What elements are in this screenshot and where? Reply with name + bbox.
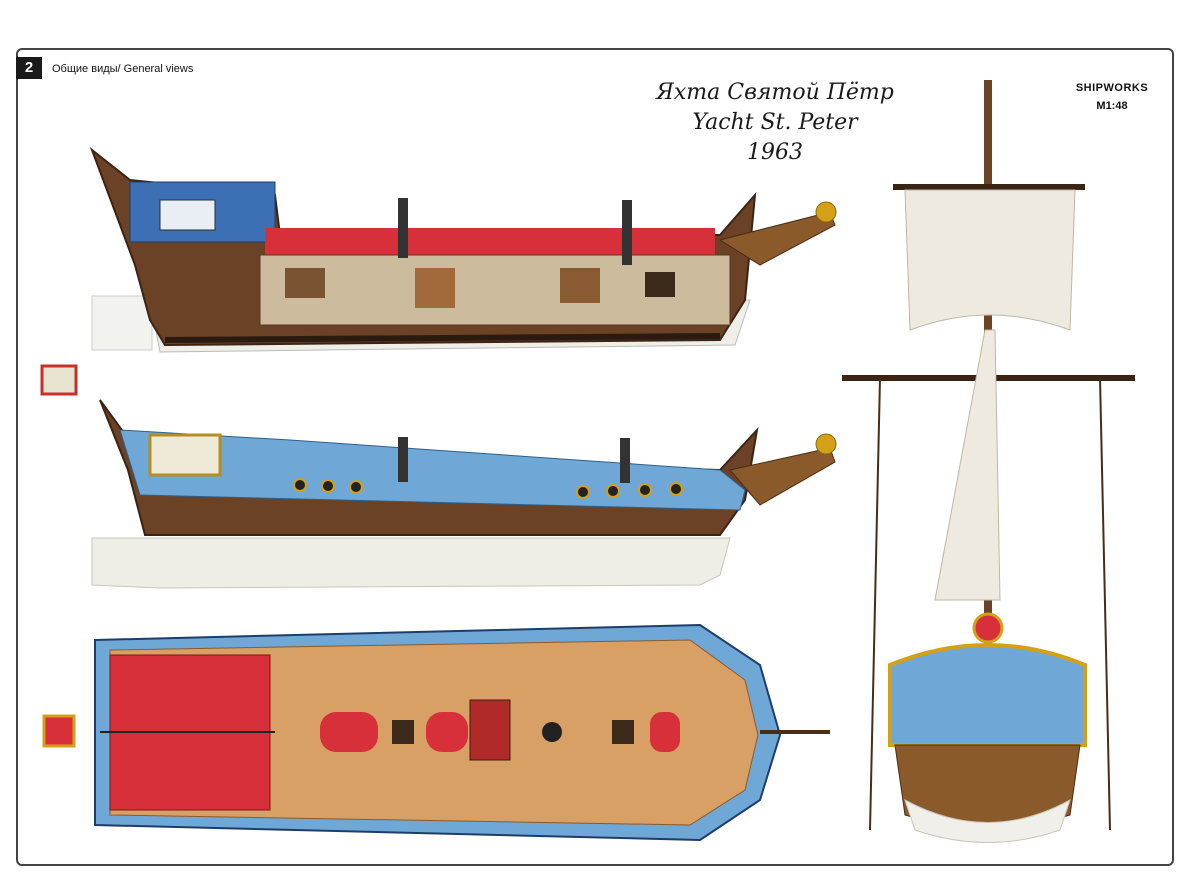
stern-window — [159, 199, 216, 231]
stern-lantern-top — [42, 714, 76, 748]
rudder-grid — [91, 295, 153, 351]
brand-logo: SHIPWORKS — [1075, 82, 1149, 94]
mainsail — [934, 329, 1001, 601]
side-section-view — [89, 146, 837, 353]
bow-figurehead — [815, 201, 837, 223]
underwater-stern — [904, 798, 1071, 843]
stern-crest — [972, 612, 1004, 644]
mast-step — [542, 722, 562, 742]
interior-panel-2 — [415, 268, 455, 308]
gunport-7 — [669, 482, 683, 496]
rail-red — [265, 228, 715, 258]
title-block: Яхта Святой Пётр Yacht St. Peter 1963 — [655, 78, 895, 168]
topsail — [904, 189, 1076, 331]
gunport-6 — [638, 483, 652, 497]
mast-stub-2 — [622, 200, 632, 265]
brand-block: SHIPWORKS M1:48 — [1070, 82, 1154, 112]
mast-stub-3 — [398, 437, 408, 482]
sheet-caption: Общие виды/ General views — [52, 63, 194, 75]
shroud-left — [869, 377, 881, 831]
gunport-3 — [349, 480, 363, 494]
stern-front-view — [842, 80, 1135, 843]
stern-transom — [888, 643, 1087, 747]
bow-figurehead-2 — [815, 433, 837, 455]
title-english: Yacht St. Peter — [692, 110, 858, 135]
page-number-badge: 2 — [16, 57, 42, 79]
deck-hatch-5 — [650, 712, 680, 752]
shroud-right — [1099, 377, 1111, 831]
gunport-5 — [606, 484, 620, 498]
mast-stub-4 — [620, 438, 630, 483]
gunport-2 — [321, 479, 335, 493]
deck-hatch-2 — [392, 720, 414, 744]
mast-stub-1 — [398, 198, 408, 258]
title-russian: Яхта Святой Пётр — [656, 80, 894, 105]
interior-panel-3 — [560, 268, 600, 303]
interior-panel-1 — [285, 268, 325, 298]
stern-lantern — [40, 364, 78, 396]
underwater-hull-2 — [91, 537, 731, 589]
scale-label: M1:48 — [1096, 100, 1128, 112]
title-year: 1963 — [747, 140, 803, 165]
stern-window-2 — [148, 433, 222, 477]
top-deck-view — [42, 623, 830, 842]
gunport-4 — [576, 485, 590, 499]
bowsprit-head-2 — [729, 447, 836, 506]
gunport-1 — [293, 478, 307, 492]
side-exterior-view — [40, 364, 837, 589]
deck-hatch-3 — [426, 712, 468, 752]
main-hatch — [469, 699, 511, 761]
interior-panel-4 — [645, 272, 675, 297]
keel-line — [164, 333, 721, 343]
deck-hatch-1 — [320, 712, 378, 752]
bowsprit-head — [718, 211, 836, 266]
deck-hatch-4 — [612, 720, 634, 744]
